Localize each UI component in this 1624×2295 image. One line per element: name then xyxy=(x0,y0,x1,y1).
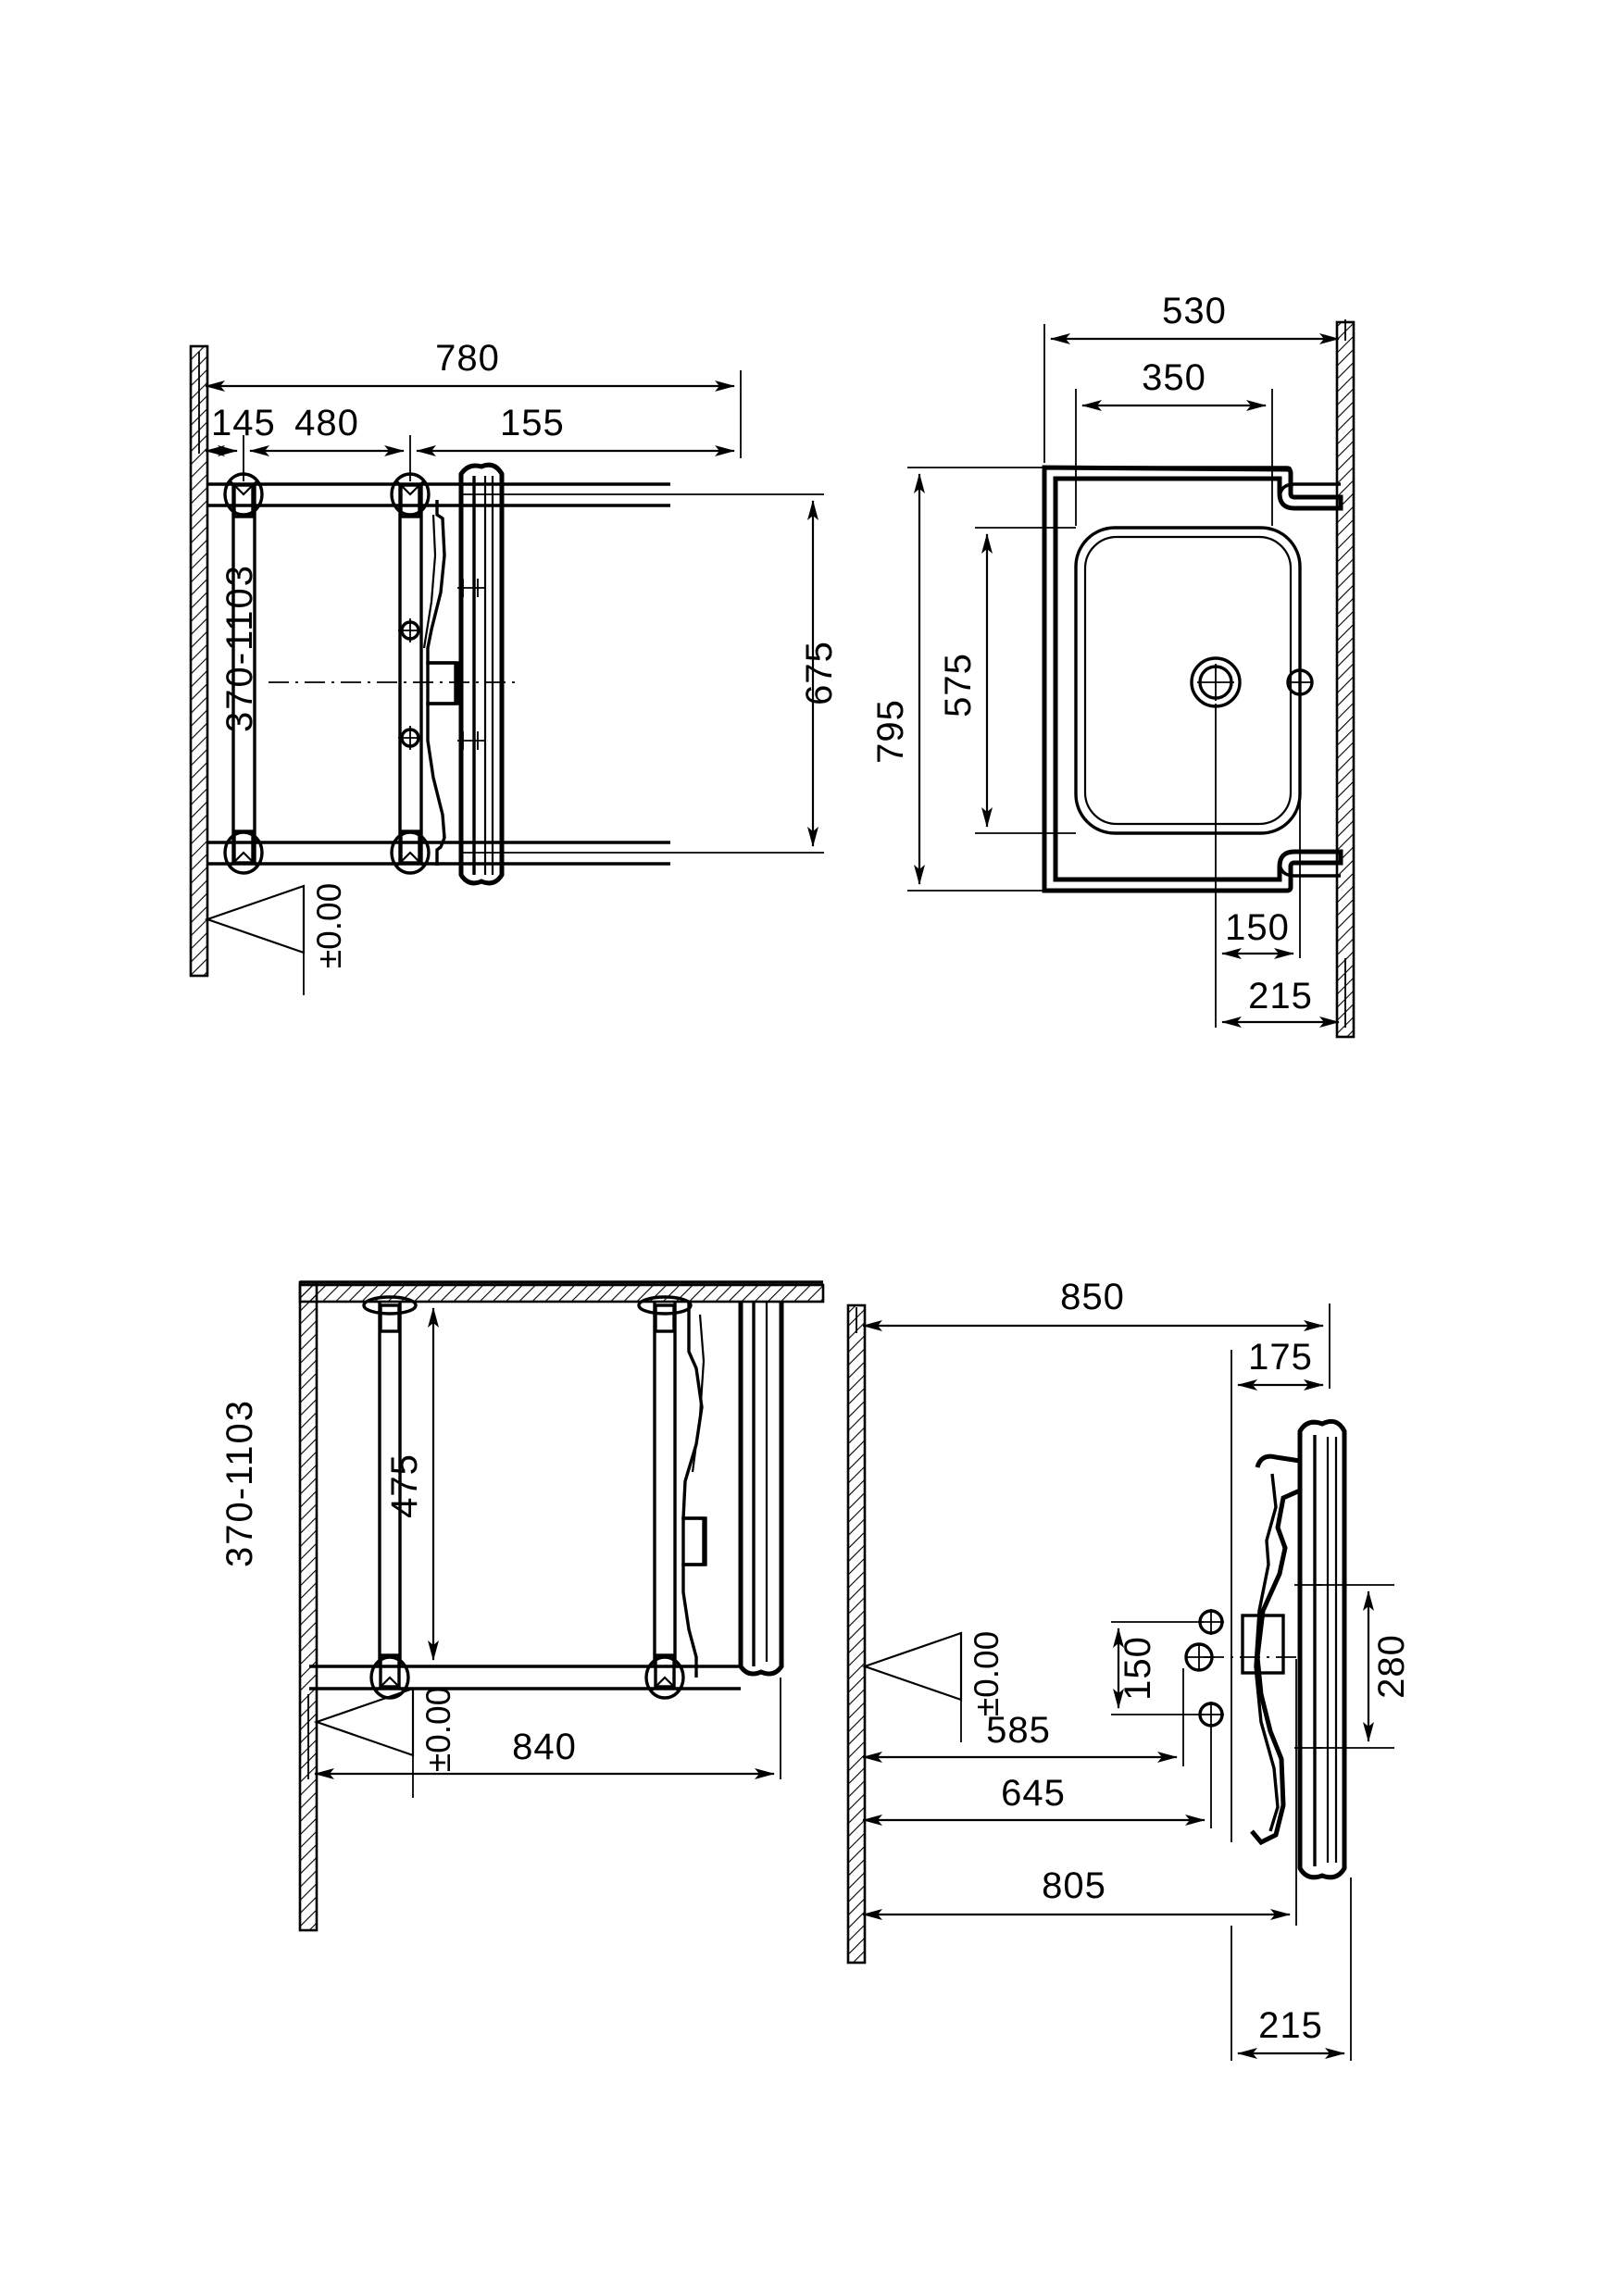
fixing-crosshair-lower xyxy=(457,731,485,750)
wall-section-hatched xyxy=(189,344,209,978)
dimension-780: 780 xyxy=(198,338,742,435)
datum-marker-bottom-right: ±0.00 xyxy=(861,1631,1006,1742)
datum-marker-bottom-left: ±0.00 xyxy=(313,1687,457,1798)
dimension-840: 840 xyxy=(307,1678,781,1779)
dimension-label-675: 675 xyxy=(799,641,840,705)
part-id-bottom-left: 370-1103 xyxy=(219,1399,260,1567)
dimension-label-145: 145 xyxy=(211,403,276,443)
dimension-label-530: 530 xyxy=(1162,291,1227,331)
dimension-label-475: 475 xyxy=(384,1453,425,1518)
dimension-label-350: 350 xyxy=(1142,357,1206,398)
carrier-frame xyxy=(207,472,670,875)
basin-profile-plan xyxy=(681,1302,784,1678)
dimension-label-645: 645 xyxy=(1001,1773,1066,1814)
dimension-label-175: 175 xyxy=(1248,1337,1313,1378)
dimension-label-150-plan: 150 xyxy=(1225,907,1290,948)
dimension-label-480: 480 xyxy=(294,403,359,443)
datum-label-bottom-right: ±0.00 xyxy=(968,1631,1006,1716)
dimension-label-805: 805 xyxy=(1042,1865,1106,1906)
basin-side-elevation xyxy=(1184,1418,1347,1880)
dimension-645: 645 xyxy=(862,1727,1212,1828)
wall-section-hatched xyxy=(298,1280,319,1932)
dimension-175: 175 xyxy=(1230,1337,1330,1842)
frame-joint-top-right xyxy=(390,472,431,518)
frame-joint-plan-right xyxy=(644,1653,685,1700)
dimension-350: 350 xyxy=(1075,357,1273,526)
frame-anchor-left xyxy=(362,1295,418,1333)
dimension-label-280: 280 xyxy=(1371,1634,1412,1699)
dimension-150-side: 150 xyxy=(1111,1621,1204,1715)
dimension-215-plan: 215 xyxy=(1215,958,1346,1028)
dimension-label-850: 850 xyxy=(1060,1277,1125,1317)
frame-joint-plan-left xyxy=(369,1653,410,1700)
frame-anchor-right xyxy=(637,1295,693,1333)
dimension-805: 805 xyxy=(862,1659,1297,1926)
dimension-575: 575 xyxy=(938,527,1076,834)
dimension-150-plan: 150 xyxy=(1215,833,1301,959)
dimension-label-575: 575 xyxy=(938,653,979,717)
view-top-left: 780 145 480 155 675 ±0.00 xyxy=(189,338,840,995)
basin-profile-outline xyxy=(269,462,518,886)
dimension-label-150-side: 150 xyxy=(1118,1636,1158,1701)
datum-label-top-left: ±0.00 xyxy=(310,883,348,968)
drain-hole xyxy=(1190,656,1242,833)
datum-marker-top-left: ±0.00 xyxy=(204,883,348,995)
dimension-530: 530 xyxy=(1043,291,1346,463)
view-top-right: 530 350 795 575 150 xyxy=(870,291,1355,1039)
dimension-215-side: 215 xyxy=(1230,1877,1352,2061)
fixing-crosshair-upper xyxy=(457,579,485,597)
tap-hole xyxy=(1286,668,1314,903)
frame-joint-bottom-right xyxy=(390,829,431,875)
dimension-585: 585 xyxy=(862,1668,1184,1766)
dimension-280: 280 xyxy=(1315,1584,1412,1749)
dimension-label-795: 795 xyxy=(870,699,911,764)
dimension-label-215-side: 215 xyxy=(1258,2005,1323,2046)
basin-plan-outline xyxy=(1042,465,1343,903)
dimension-chain-top: 145 480 155 xyxy=(198,389,742,481)
datum-label-bottom-left: ±0.00 xyxy=(419,1687,457,1772)
wall-section-hatched xyxy=(1335,320,1355,1039)
dimension-label-780: 780 xyxy=(435,338,500,379)
part-id-top-left: 370-1103 xyxy=(219,564,260,732)
dimension-475: 475 xyxy=(384,1307,505,1667)
dimension-795: 795 xyxy=(870,467,1044,892)
dimension-675: 675 xyxy=(463,493,840,854)
dimension-label-840: 840 xyxy=(512,1727,577,1767)
dimension-label-215-plan: 215 xyxy=(1248,976,1313,1017)
frame-joint-bottom-left xyxy=(223,829,264,875)
view-bottom-left: 475 840 ±0.00 370-1103 xyxy=(219,1280,825,1932)
view-bottom-right: 850 175 150 280 585 xyxy=(846,1277,1412,2061)
slab-section-hatched xyxy=(298,1280,825,1303)
dimension-850: 850 xyxy=(856,1277,1330,1370)
wall-section-hatched xyxy=(846,1303,867,1964)
carrier-frame-plan xyxy=(309,1295,741,1700)
dimension-label-585: 585 xyxy=(986,1710,1051,1751)
dimension-label-155: 155 xyxy=(500,403,565,443)
